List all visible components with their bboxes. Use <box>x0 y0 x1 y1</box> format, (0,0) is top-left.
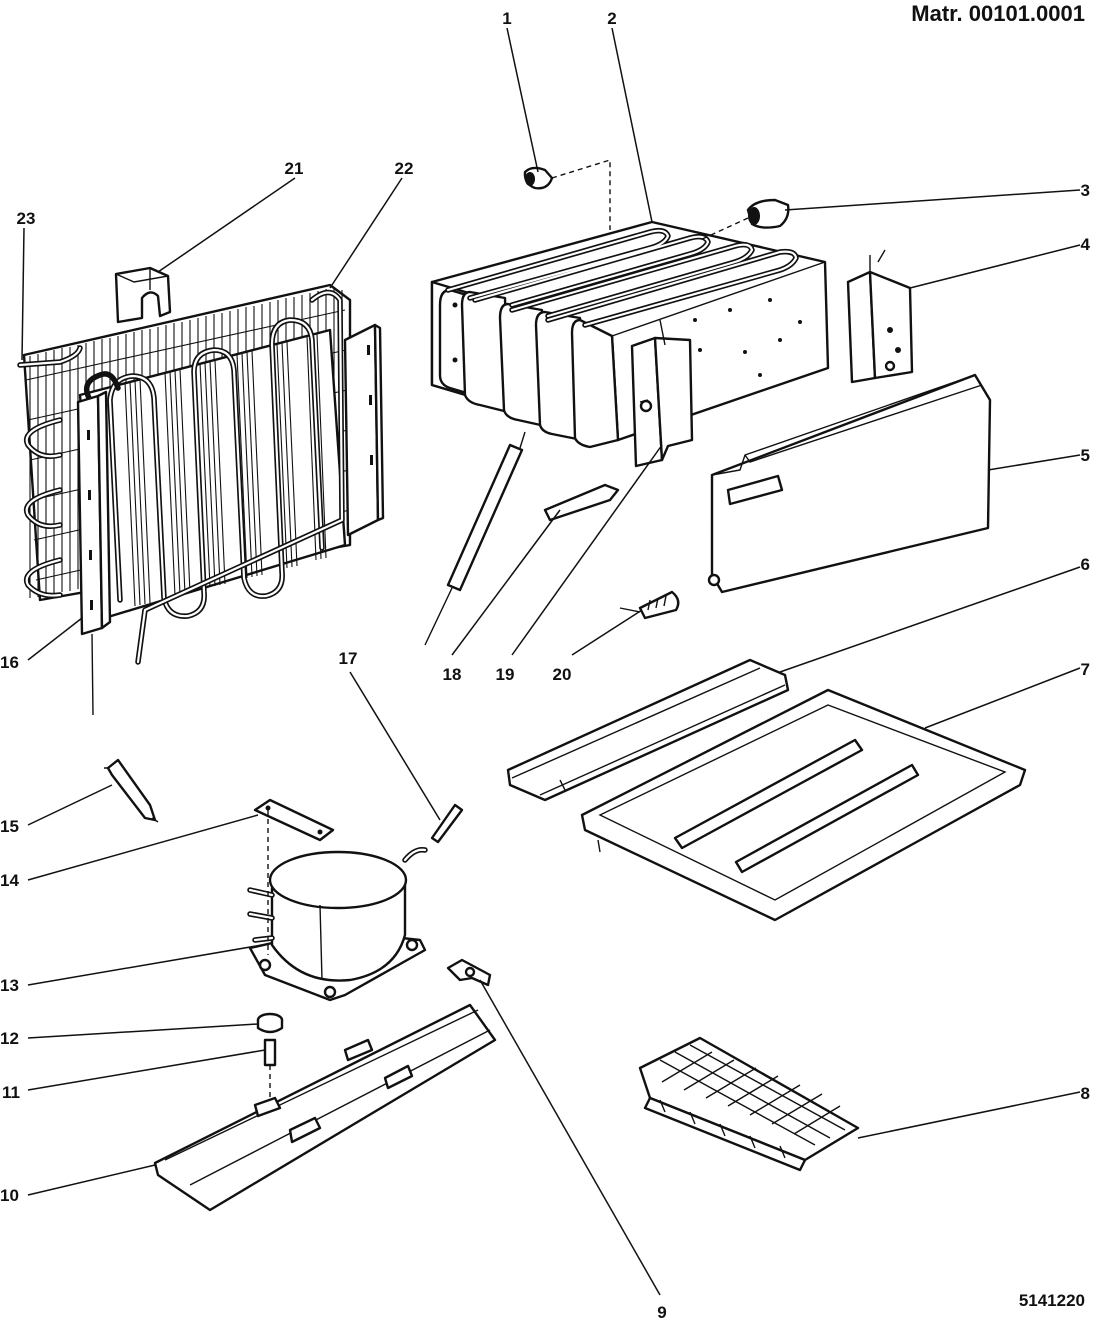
clip-part-small <box>446 958 492 987</box>
latch-part <box>543 483 620 522</box>
drawing-code: 5141220 <box>1019 1291 1085 1310</box>
condenser-right-bracket <box>343 323 385 537</box>
clip-part <box>114 266 172 324</box>
callout-3: 3 <box>1081 181 1090 200</box>
condenser <box>17 283 385 716</box>
callout-18: 18 <box>443 665 462 684</box>
callout-13: 13 <box>0 976 19 995</box>
grommet-part <box>256 1012 284 1034</box>
callout-17: 17 <box>339 649 358 668</box>
shelf-rail-part <box>506 658 790 802</box>
condenser-front-plate <box>78 289 347 665</box>
plug-part-1 <box>523 159 611 230</box>
callout-19: 19 <box>496 665 515 684</box>
ice-tray <box>638 1036 860 1172</box>
callout-1: 1 <box>502 9 511 28</box>
callout-14: 14 <box>0 871 19 890</box>
compressor <box>247 846 428 1002</box>
callout-4: 4 <box>1081 235 1091 254</box>
condenser-left-bracket <box>76 390 112 716</box>
material-number: Matr. 00101.0001 <box>911 1 1085 26</box>
callout-6: 6 <box>1081 555 1090 574</box>
callout-12: 12 <box>0 1029 19 1048</box>
spacer-part <box>263 1038 277 1105</box>
callout-16: 16 <box>0 653 19 672</box>
spring-part <box>619 590 680 620</box>
callout-23: 23 <box>17 209 36 228</box>
callout-9: 9 <box>657 1303 666 1322</box>
door-part <box>707 373 992 594</box>
callout-20: 20 <box>553 665 572 684</box>
thermostat-probe <box>424 431 526 646</box>
callout-8: 8 <box>1081 1084 1090 1103</box>
base-rail <box>153 1003 497 1212</box>
callout-15: 15 <box>0 817 19 836</box>
callout-21: 21 <box>285 159 304 178</box>
evaporator-holes <box>452 298 802 377</box>
callout-11: 11 <box>2 1083 20 1102</box>
callout-22: 22 <box>395 159 414 178</box>
mounting-plate <box>253 798 335 955</box>
plug-part-3 <box>699 198 790 241</box>
ice-tray-cells <box>659 1044 846 1146</box>
condenser-tube-end <box>17 345 83 368</box>
callout-numbers: 1 2 3 4 5 6 7 8 9 10 11 12 13 14 15 16 1… <box>0 9 1091 1322</box>
callout-5: 5 <box>1081 446 1090 465</box>
callout-7: 7 <box>1081 660 1090 679</box>
leader-lines <box>21 27 1081 1296</box>
bracket-part <box>846 249 914 384</box>
connector-tube <box>430 803 464 844</box>
evaporator <box>430 220 830 468</box>
callout-10: 10 <box>0 1186 19 1205</box>
drier-part <box>104 758 159 823</box>
drip-tray <box>580 688 1027 922</box>
callout-2: 2 <box>607 9 616 28</box>
